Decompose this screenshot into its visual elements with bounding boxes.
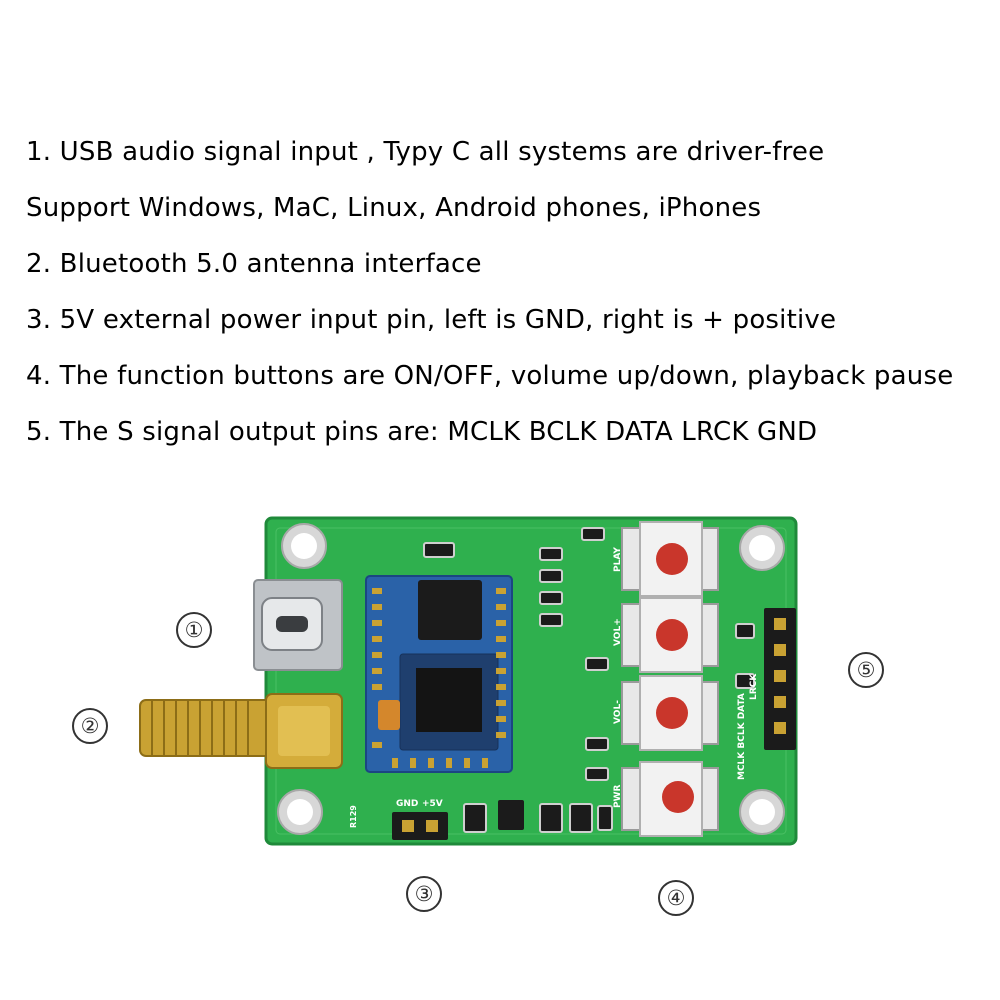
bluetooth-module xyxy=(365,575,513,773)
callout-3: ③ xyxy=(406,876,442,912)
smd-components xyxy=(423,527,755,833)
feature-line-5: 5. The S signal output pins are: MCLK BC… xyxy=(26,417,818,447)
power-input-header xyxy=(392,812,448,840)
silk-vol-down: VOL- xyxy=(613,700,623,724)
silk-5v: +5V xyxy=(422,799,443,809)
feature-line-1: 1. USB audio signal input , Typy C all s… xyxy=(26,137,825,167)
mounting-holes xyxy=(277,523,785,835)
volume-up-button xyxy=(621,597,719,673)
feature-list: 1. USB audio signal input , Typy C all s… xyxy=(26,124,996,460)
silk-vol-up: VOL+ xyxy=(613,618,623,646)
silk-i2s-pins: MCLK BCLK DATA xyxy=(737,693,747,780)
i2s-output-header xyxy=(764,608,796,750)
silk-ref: R129 xyxy=(349,805,358,828)
silk-power: PWR xyxy=(613,784,623,808)
feature-line-4: 4. The function buttons are ON/OFF, volu… xyxy=(26,361,954,391)
power-button xyxy=(621,761,719,837)
feature-line-1b: Support Windows, MaC, Linux, Android pho… xyxy=(26,193,762,223)
feature-line-2: 2. Bluetooth 5.0 antenna interface xyxy=(26,249,482,279)
volume-down-button xyxy=(621,675,719,751)
feature-line-3: 3. 5V external power input pin, left is … xyxy=(26,305,837,335)
silk-gnd: GND xyxy=(396,799,418,809)
function-buttons xyxy=(621,521,719,837)
sma-antenna-connector xyxy=(139,693,343,769)
silk-lrck: LRCK xyxy=(749,673,759,700)
callout-2: ② xyxy=(72,708,108,744)
callout-5: ⑤ xyxy=(848,652,884,688)
callout-4: ④ xyxy=(658,880,694,916)
usb-type-c-connector xyxy=(253,579,343,671)
play-button xyxy=(621,521,719,597)
callout-1: ① xyxy=(176,612,212,648)
silk-play: PLAY xyxy=(613,547,623,572)
